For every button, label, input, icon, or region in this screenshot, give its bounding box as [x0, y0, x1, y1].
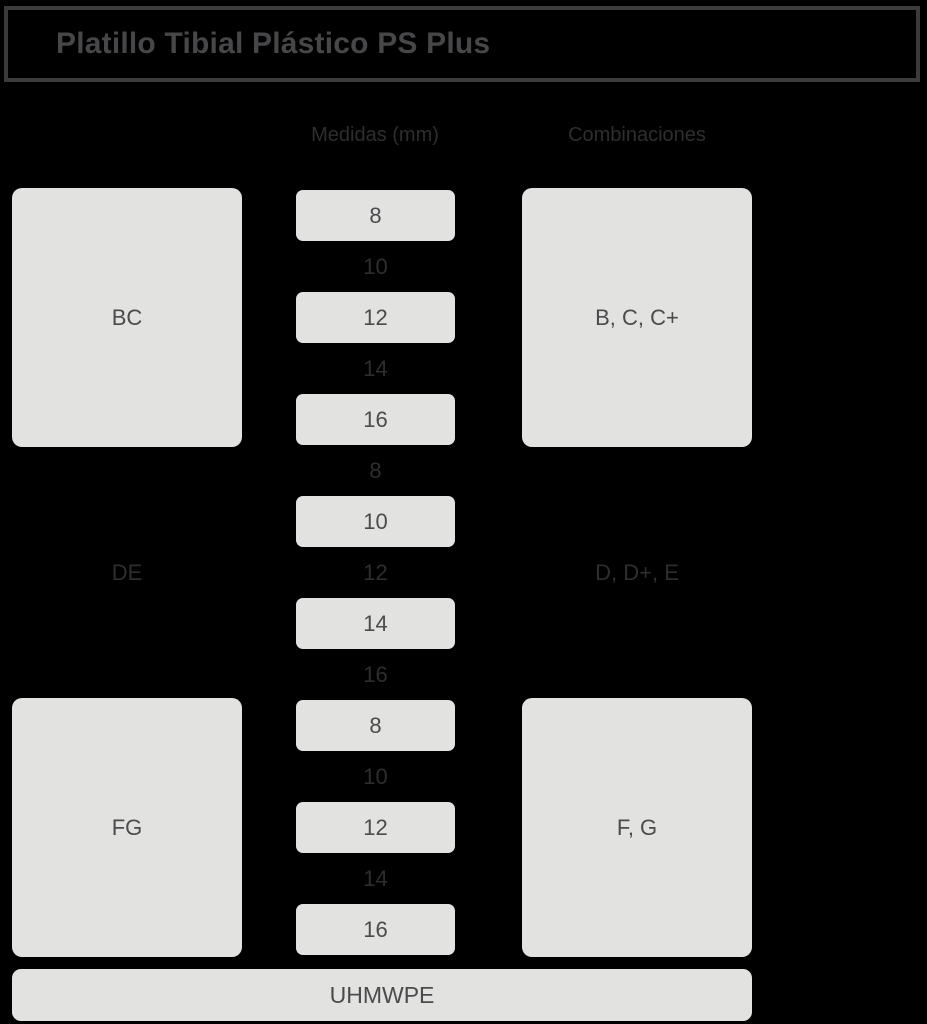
combination-label: F, G: [616, 814, 658, 840]
measure-chip: 8: [296, 445, 455, 496]
combination-box-fg: F, G: [522, 698, 752, 957]
measure-chip: 16: [296, 649, 455, 700]
measure-chip: 14: [296, 343, 455, 394]
measure-value: 10: [363, 508, 388, 534]
measure-value: 12: [363, 559, 388, 585]
measure-chip: 10: [296, 751, 455, 802]
measure-chip: 8: [296, 190, 455, 241]
page-title: Platillo Tibial Plástico PS Plus: [56, 27, 491, 60]
measure-value: 10: [363, 253, 388, 279]
measure-value: 16: [363, 661, 388, 687]
measure-chip: 16: [296, 394, 455, 445]
measure-chip: 14: [296, 853, 455, 904]
measure-value: 12: [363, 304, 388, 330]
column-header-medidas: Medidas (mm): [311, 124, 439, 146]
measure-chip: 10: [296, 241, 455, 292]
measure-value: 16: [363, 916, 388, 942]
measure-chip: 12: [296, 292, 455, 343]
size-group-box-bc: BC: [12, 188, 242, 447]
measure-value: 8: [369, 202, 382, 228]
combination-label: B, C, C+: [595, 304, 679, 330]
measure-chip: 10: [296, 496, 455, 547]
measure-chip: 14: [296, 598, 455, 649]
measure-value: 14: [363, 865, 388, 891]
size-group-box-fg: FG: [12, 698, 242, 957]
size-group-box-de: DE: [12, 443, 242, 702]
combination-label: D, D+, E: [595, 559, 679, 585]
combination-box-bc: B, C, C+: [522, 188, 752, 447]
measure-value: 8: [369, 457, 382, 483]
measure-chip: 12: [296, 802, 455, 853]
column-header-combinaciones: Combinaciones: [568, 124, 706, 146]
measure-chip: 8: [296, 700, 455, 751]
size-group-label: DE: [111, 559, 143, 585]
measure-chip: 12: [296, 547, 455, 598]
size-group-label: FG: [111, 814, 143, 840]
title-bar: Platillo Tibial Plástico PS Plus: [4, 6, 920, 82]
measure-chip: 16: [296, 904, 455, 955]
combination-box-de: D, D+, E: [522, 443, 752, 702]
measure-value: 16: [363, 406, 388, 432]
measure-value: 12: [363, 814, 388, 840]
measure-value: 10: [363, 763, 388, 789]
measure-value: 14: [363, 610, 388, 636]
measure-value: 14: [363, 355, 388, 381]
size-group-label: BC: [111, 304, 143, 330]
measure-value: 8: [369, 712, 382, 738]
material-bar: UHMWPE: [12, 969, 752, 1021]
